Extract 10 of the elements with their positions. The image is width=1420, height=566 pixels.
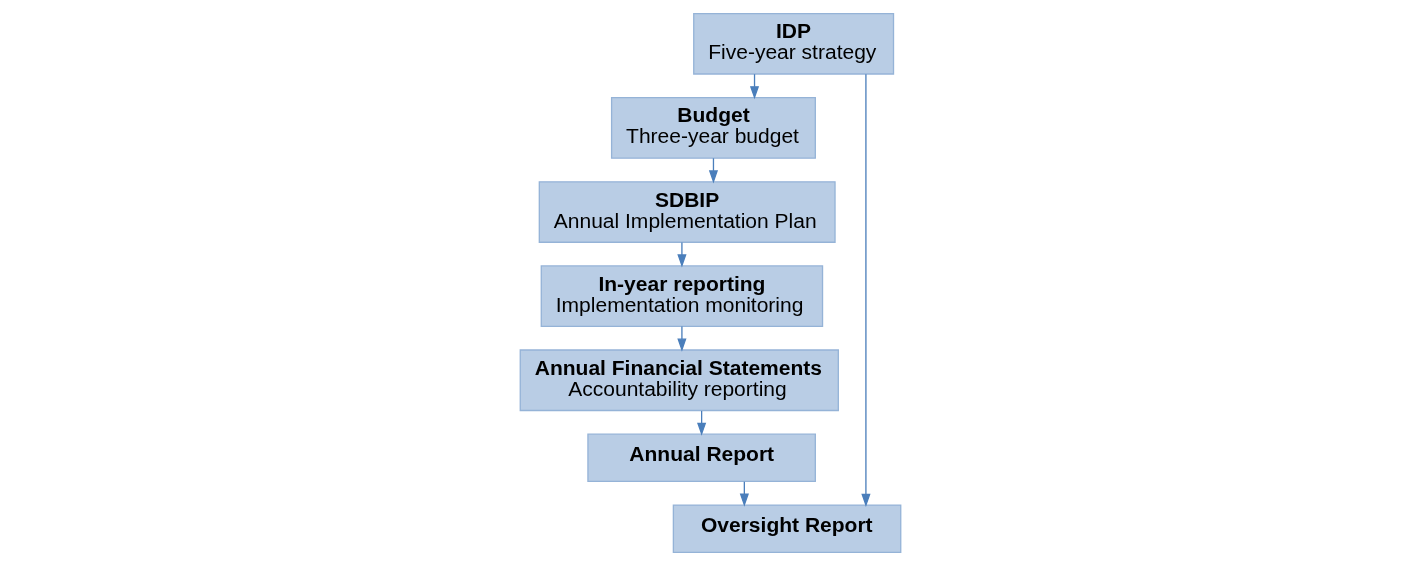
- arrow: [676, 241, 686, 268]
- arrow: [860, 73, 870, 507]
- node-box: Budget Three-year budget: [610, 97, 816, 159]
- node-box: SDBIP Annual Implementation Plan: [538, 181, 836, 243]
- node-box: Annual Report: [586, 433, 816, 483]
- node-box: IDP Five-year strategy: [692, 12, 894, 75]
- node-box: Oversight Report: [672, 504, 901, 554]
- node-box: Annual Financial Statements Accountability reporting: [519, 349, 839, 412]
- node-box: In-year reporting Implementation monitoring: [540, 265, 823, 328]
- arrow: [676, 325, 686, 352]
